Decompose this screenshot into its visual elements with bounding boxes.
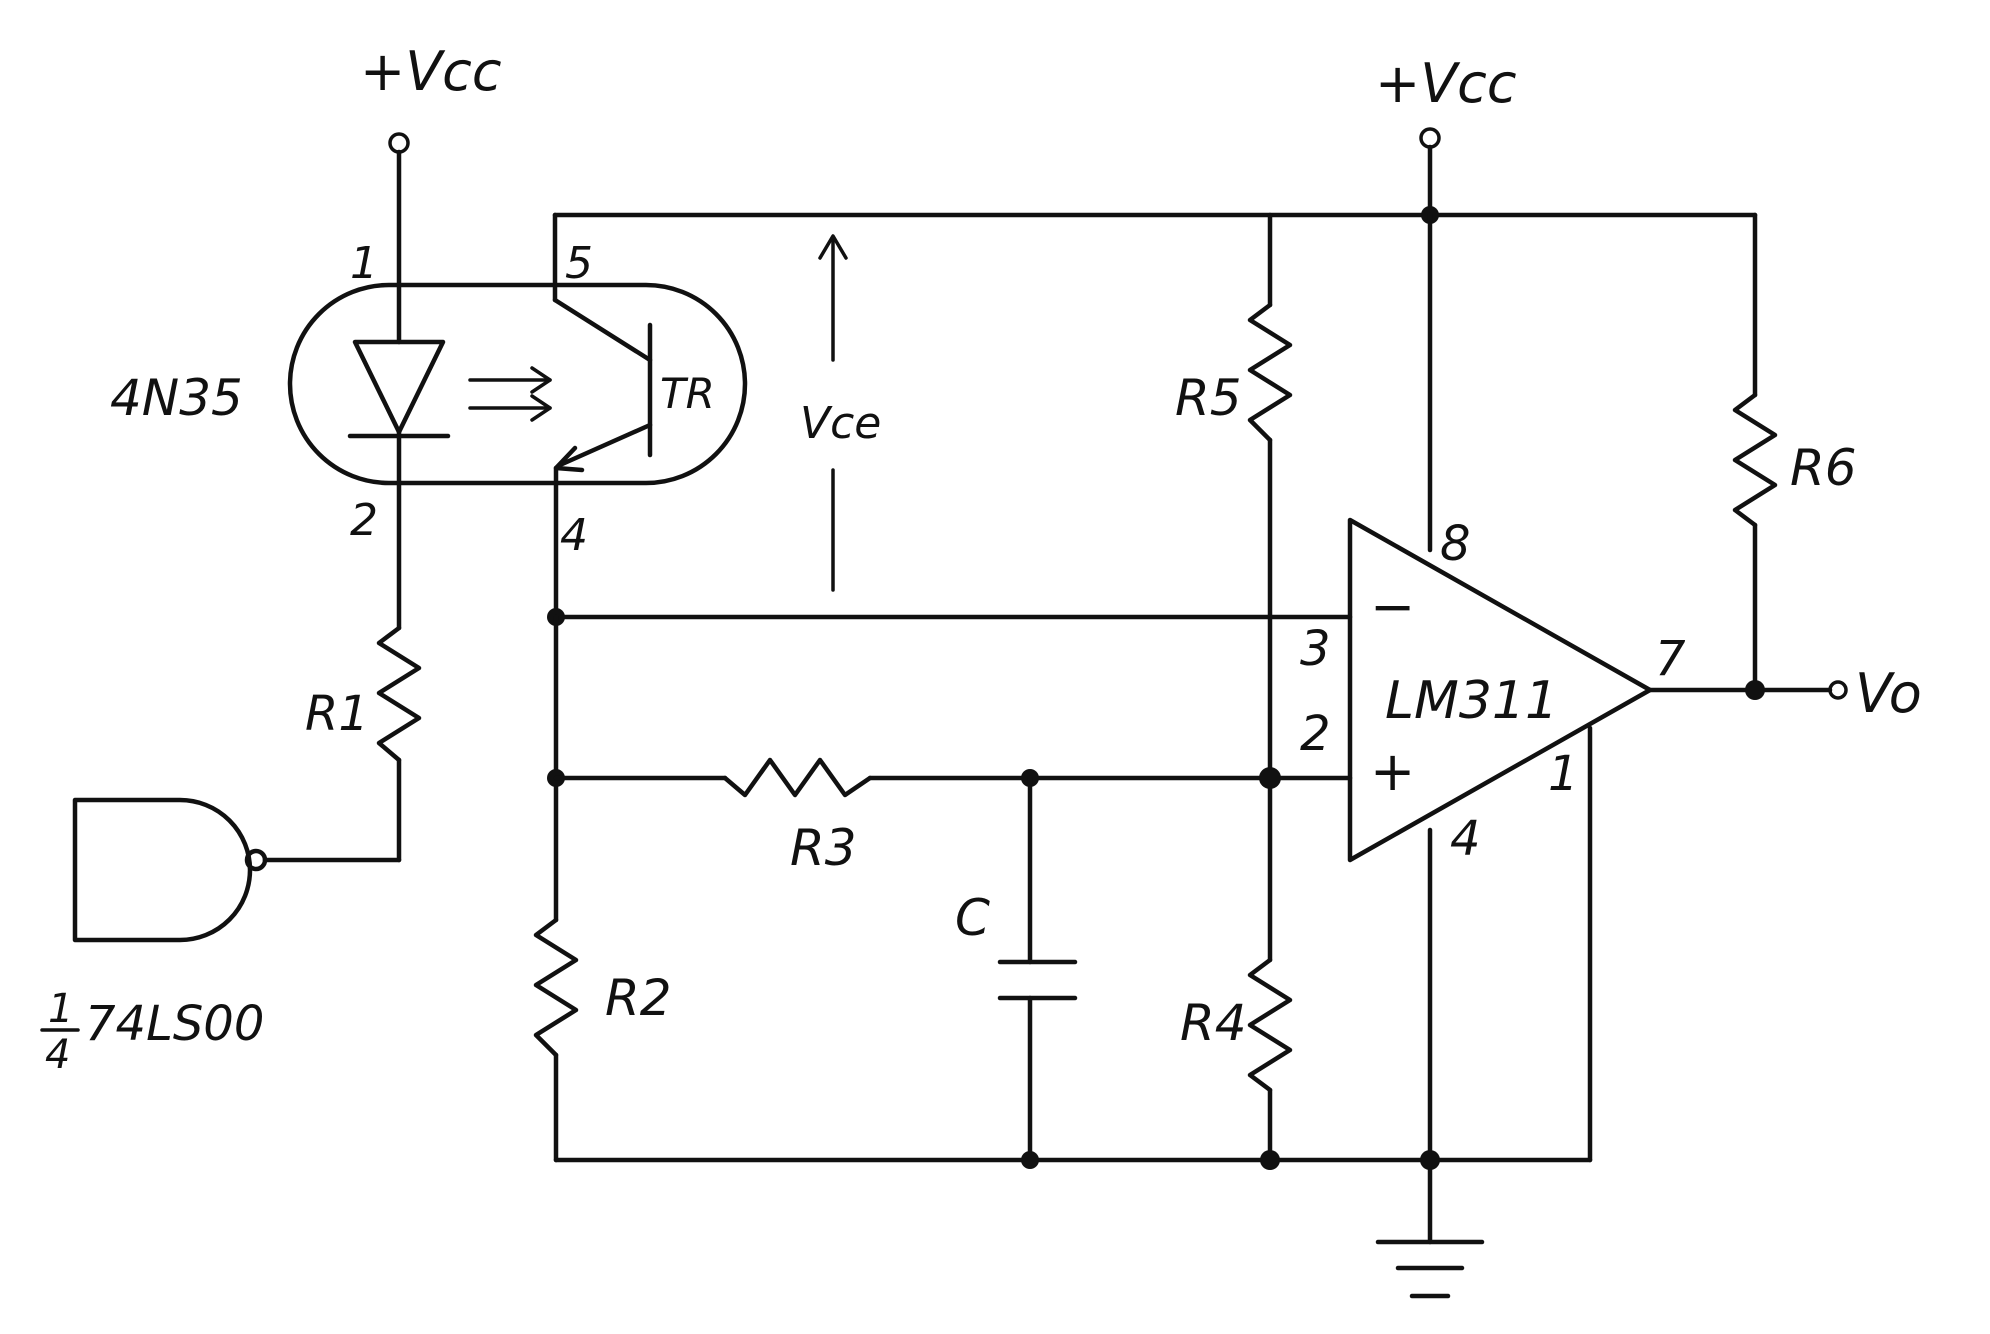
phototransistor-icon	[552, 297, 653, 473]
vcc-terminal-left	[388, 132, 410, 154]
comparator-pin3-label: 3	[1300, 621, 1331, 677]
output-terminal	[1828, 680, 1848, 700]
r1-resistor	[376, 625, 422, 763]
junction-dot	[1259, 767, 1281, 789]
opto-pin1-label: 1	[350, 238, 378, 289]
ground-icon	[1375, 1239, 1485, 1299]
r5-resistor	[1247, 302, 1293, 443]
opto-pin4-label: 4	[560, 510, 588, 561]
r3-label: R3	[790, 819, 857, 877]
comparator-minus-sign: −	[1370, 575, 1415, 638]
gate-fraction-numerator: 1	[48, 986, 73, 1032]
optocoupler-name: 4N35	[110, 369, 243, 427]
transistor-label: TR	[660, 369, 715, 418]
led-icon	[347, 339, 451, 439]
output-label: Vo	[1855, 662, 1922, 725]
comparator-name: LM311	[1385, 671, 1558, 731]
optocoupler-package	[287, 282, 748, 486]
comparator-pin7-label: 7	[1655, 631, 1686, 687]
junction-dot	[1420, 1150, 1440, 1170]
r1-label: R1	[305, 686, 369, 742]
r2-resistor	[533, 917, 579, 1058]
gate-fraction-denominator: 4	[45, 1032, 70, 1078]
comparator-plus-sign: +	[1370, 740, 1415, 803]
nand-gate-icon	[72, 797, 268, 943]
light-emission-arrows-icon	[468, 366, 552, 422]
vce-label: Vce	[800, 398, 881, 449]
vcc-terminal-right	[1419, 127, 1441, 149]
comparator-pin8-label: 8	[1440, 516, 1471, 572]
junction-dot	[1021, 1151, 1039, 1169]
r5-label: R5	[1175, 369, 1242, 427]
junction-dot	[1260, 1150, 1280, 1170]
r6-resistor	[1732, 392, 1778, 528]
comparator-pin4-label: 4	[1450, 811, 1481, 867]
comparator-pin2-label: 2	[1300, 706, 1331, 762]
r4-label: R4	[1180, 994, 1247, 1052]
capacitor-label: C	[955, 889, 990, 947]
comparator-pin1-label: 1	[1548, 746, 1579, 802]
r4-resistor	[1247, 957, 1293, 1093]
opto-pin5-label: 5	[565, 238, 593, 289]
vcc-label-right: +Vcc	[1375, 52, 1517, 115]
r6-label: R6	[1790, 439, 1857, 497]
gate-part-number: 74LS00	[85, 996, 264, 1052]
vcc-label-left: +Vcc	[360, 40, 502, 103]
gate-part-label: 1 4 74LS00	[40, 986, 264, 1078]
r2-label: R2	[605, 969, 672, 1027]
vce-measure-arrow	[818, 234, 848, 592]
junction-dot	[1745, 680, 1765, 700]
comparator-body	[1347, 517, 1653, 863]
r3-resistor	[722, 757, 873, 798]
opto-pin2-label: 2	[350, 495, 378, 546]
